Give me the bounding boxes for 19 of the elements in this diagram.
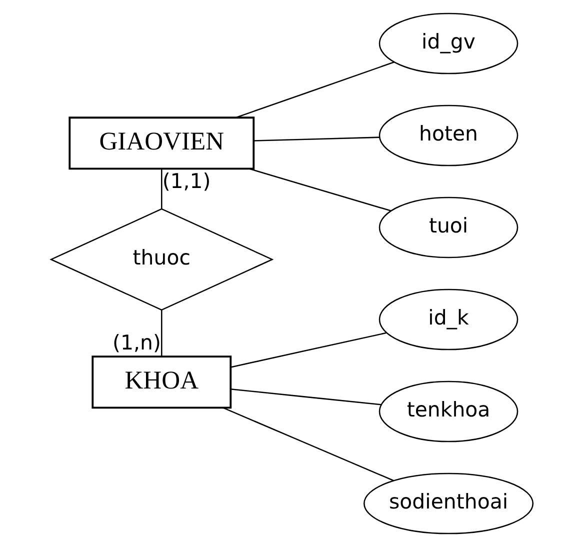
node-ellipse: hoten (378, 104, 518, 166)
connector (248, 168, 390, 212)
node-ellipse: id_k (378, 288, 518, 350)
node-ellipse: id_gv (378, 12, 518, 74)
connector (160, 169, 162, 209)
edge-label: (1,n) (112, 330, 160, 355)
connector (253, 136, 379, 142)
node-ellipse: tuoi (378, 196, 518, 258)
connector (230, 388, 381, 406)
connector (230, 332, 386, 368)
connector (235, 62, 394, 118)
node-diamond: thuoc (49, 208, 274, 311)
node-ellipse: sodienthoai (363, 472, 534, 534)
connector (160, 310, 162, 356)
node-ellipse: tenkhoa (378, 380, 518, 442)
node-box: GIAOVIEN (68, 116, 254, 170)
connector (222, 407, 394, 482)
edge-label: (1,1) (162, 169, 210, 194)
node-box: KHOA (91, 356, 232, 409)
